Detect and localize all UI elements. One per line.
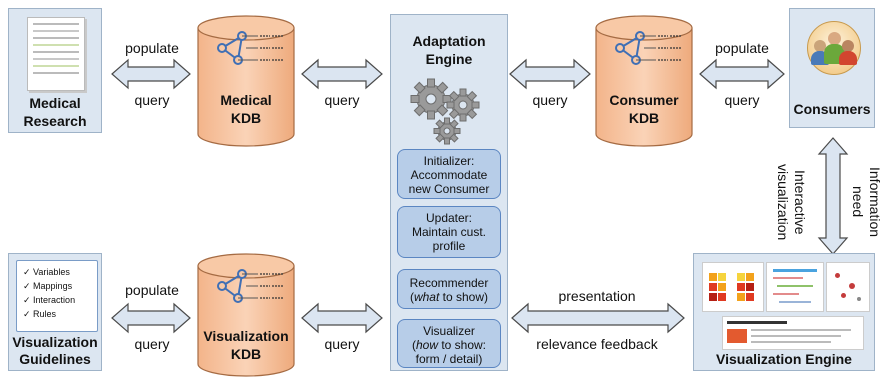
results-thumbnail [722, 316, 864, 350]
checklist-item: ✓ Variables [23, 267, 70, 277]
consumer-kdb-label-2: KDB [628, 110, 660, 126]
arrow-engine-to-consumer-kdb [509, 58, 591, 90]
recommender-line-2: (what to show) [409, 290, 489, 304]
updater-line-1: Updater: [425, 211, 473, 225]
people-icon [807, 21, 861, 75]
recommender-line-1: Recommender [409, 276, 489, 290]
medical-research-node: Medical Research [8, 8, 102, 133]
edge-label-query: query [134, 92, 170, 108]
arrow-medical-kdb-to-engine [301, 58, 383, 90]
consumers-node: Consumers [789, 8, 875, 128]
arrow-medical-research-to-kdb [111, 58, 191, 90]
heatmap-thumbnail [702, 262, 764, 312]
edge-label-populate: populate [125, 282, 179, 298]
arrow-guidelines-to-viz-kdb [111, 302, 191, 334]
network-graph-icon [615, 31, 656, 65]
updater-line-3: profile [432, 239, 466, 253]
visualizer-module: Visualizer (how to show: form / detail) [397, 319, 501, 368]
visualization-kdb-label-1: Visualization [203, 328, 289, 344]
visualization-guidelines-label-1: Visualization [12, 334, 98, 350]
gears-icon [410, 78, 480, 145]
medical-research-label-2: Research [23, 113, 87, 129]
consumers-label: Consumers [793, 101, 871, 117]
initializer-line-1: Initializer: [423, 154, 475, 168]
checklist-item: ✓ Interaction [23, 295, 76, 305]
consumer-kdb-cylinder [595, 15, 693, 147]
arrow-consumers-to-viz-engine [817, 137, 849, 255]
checklist-item: ✓ Rules [23, 309, 57, 319]
medical-kdb-cylinder [197, 15, 295, 147]
checklist-item: ✓ Mappings [23, 281, 73, 291]
visualizer-line-3: form / detail) [415, 352, 483, 366]
edge-label-query: query [324, 92, 360, 108]
consumer-kdb-label-1: Consumer [609, 92, 679, 108]
visualization-kdb-label-2: KDB [230, 346, 262, 362]
visualization-guidelines-node: ✓ Variables ✓ Mappings ✓ Interaction ✓ R… [8, 253, 102, 371]
network-graph-icon [217, 269, 258, 303]
edge-label-query: query [324, 336, 360, 352]
recommender-module: Recommender (what to show) [397, 269, 501, 309]
network-thumbnail [826, 262, 870, 312]
visualizer-line-2: (how to show: [411, 338, 487, 352]
document-icon [27, 17, 85, 91]
arrow-viz-kdb-to-engine [301, 302, 383, 334]
updater-line-2: Maintain cust. [411, 225, 487, 239]
record-lines-icon [658, 35, 682, 61]
edge-label-query: query [532, 92, 568, 108]
edge-label-query: query [134, 336, 170, 352]
visualization-engine-label: Visualization Engine [716, 351, 852, 367]
adaptation-engine-node: Adaptation Engine [390, 14, 508, 371]
checklist-icon: ✓ Variables ✓ Mappings ✓ Interaction ✓ R… [16, 260, 98, 332]
edge-label-presentation: presentation [558, 288, 636, 304]
medical-research-label-1: Medical [29, 95, 81, 111]
edge-label-populate: populate [715, 40, 769, 56]
visualization-engine-node: Visualization Engine [693, 253, 875, 371]
tree-thumbnail [766, 262, 824, 312]
edge-label-query: query [724, 92, 760, 108]
adaptation-engine-title-1: Adaptation [412, 33, 486, 49]
updater-module: Updater: Maintain cust. profile [397, 206, 501, 258]
edge-label-populate: populate [125, 40, 179, 56]
adaptation-engine-title-2: Engine [425, 51, 473, 67]
initializer-line-2: Accommodate [410, 168, 488, 182]
record-lines-icon [260, 273, 284, 299]
arrow-engine-to-viz-engine [511, 302, 685, 334]
medical-kdb-label-1: Medical [220, 92, 272, 108]
initializer-line-3: new Consumer [408, 182, 490, 196]
arrow-consumer-kdb-to-consumers [699, 58, 785, 90]
visualization-kdb-cylinder [197, 253, 295, 377]
initializer-module: Initializer: Accommodate new Consumer [397, 149, 501, 199]
record-lines-icon [260, 35, 284, 61]
visualization-guidelines-label-2: Guidelines [19, 351, 91, 367]
network-graph-icon [217, 31, 258, 65]
visualizer-line-1: Visualizer [423, 324, 475, 338]
edge-label-relevance-feedback: relevance feedback [536, 336, 658, 352]
medical-kdb-label-2: KDB [230, 110, 262, 126]
